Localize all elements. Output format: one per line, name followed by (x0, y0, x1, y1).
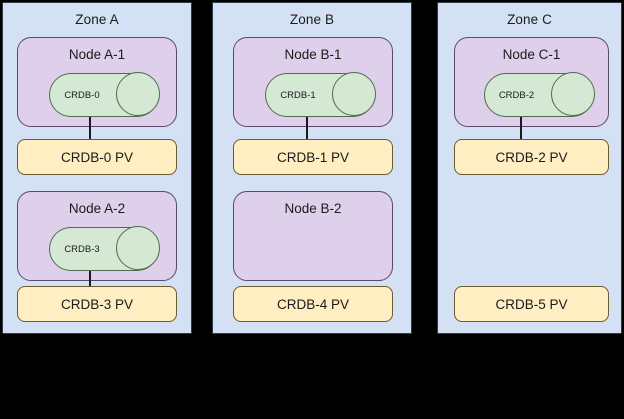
connector-node-a-1-to-crdb-0-pv (89, 117, 91, 143)
zone-b: Zone B Node B-1 CRDB-1 CRDB-1 PV Node B-… (212, 2, 412, 334)
database-cylinder-crdb-1: CRDB-1 (265, 72, 376, 117)
database-label: CRDB-1 (280, 89, 316, 101)
database-cylinder-crdb-3: CRDB-3 (49, 226, 160, 271)
zone-a-title: Zone A (75, 12, 119, 27)
pv-crdb-4: CRDB-4 PV (233, 286, 393, 322)
zone-b-title: Zone B (289, 12, 335, 27)
node-b-2: Node B-2 (233, 191, 393, 281)
database-cylinder-crdb-0: CRDB-0 (49, 72, 160, 117)
node-a-2-title: Node A-2 (68, 201, 126, 216)
database-cylinder-crdb-2: CRDB-2 (483, 72, 595, 117)
database-label: CRDB-2 (498, 89, 535, 101)
zone-a: Zone A Node A-1 CRDB-0 CRDB-0 PV Node A-… (2, 2, 192, 334)
node-a-1-title: Node A-1 (68, 47, 126, 62)
node-a-2: Node A-2 CRDB-3 (17, 191, 177, 281)
pv-crdb-1: CRDB-1 PV (233, 139, 393, 175)
db-cap-icon (332, 72, 376, 116)
pv-crdb-5: CRDB-5 PV (454, 286, 609, 322)
node-b-1-title: Node B-1 (284, 47, 342, 62)
database-label: CRDB-0 (64, 89, 100, 101)
db-cap-icon (116, 226, 160, 270)
node-b-2-title: Node B-2 (284, 201, 342, 216)
db-cap-icon (550, 72, 595, 116)
database-label: CRDB-3 (64, 243, 100, 255)
pv-crdb-0: CRDB-0 PV (17, 139, 177, 175)
connector-node-c-1-to-crdb-2-pv (519, 117, 522, 143)
connector-node-a-2-to-crdb-3-pv (89, 271, 91, 297)
node-c-1-title: Node C-1 (502, 47, 561, 62)
node-a-1: Node A-1 CRDB-0 (17, 37, 177, 127)
pv-crdb-2: CRDB-2 PV (454, 139, 609, 175)
zone-c: Zone C Node C-1 CRDB-2 CRDB-2 PV CRDB-5 … (437, 2, 622, 334)
pv-crdb-3: CRDB-3 PV (17, 286, 177, 322)
node-b-1: Node B-1 CRDB-1 (233, 37, 393, 127)
node-c-1: Node C-1 CRDB-2 (454, 37, 609, 127)
zone-c-title: Zone C (507, 12, 552, 27)
connector-node-b-1-to-crdb-1-pv (306, 117, 308, 143)
db-cap-icon (116, 72, 160, 116)
